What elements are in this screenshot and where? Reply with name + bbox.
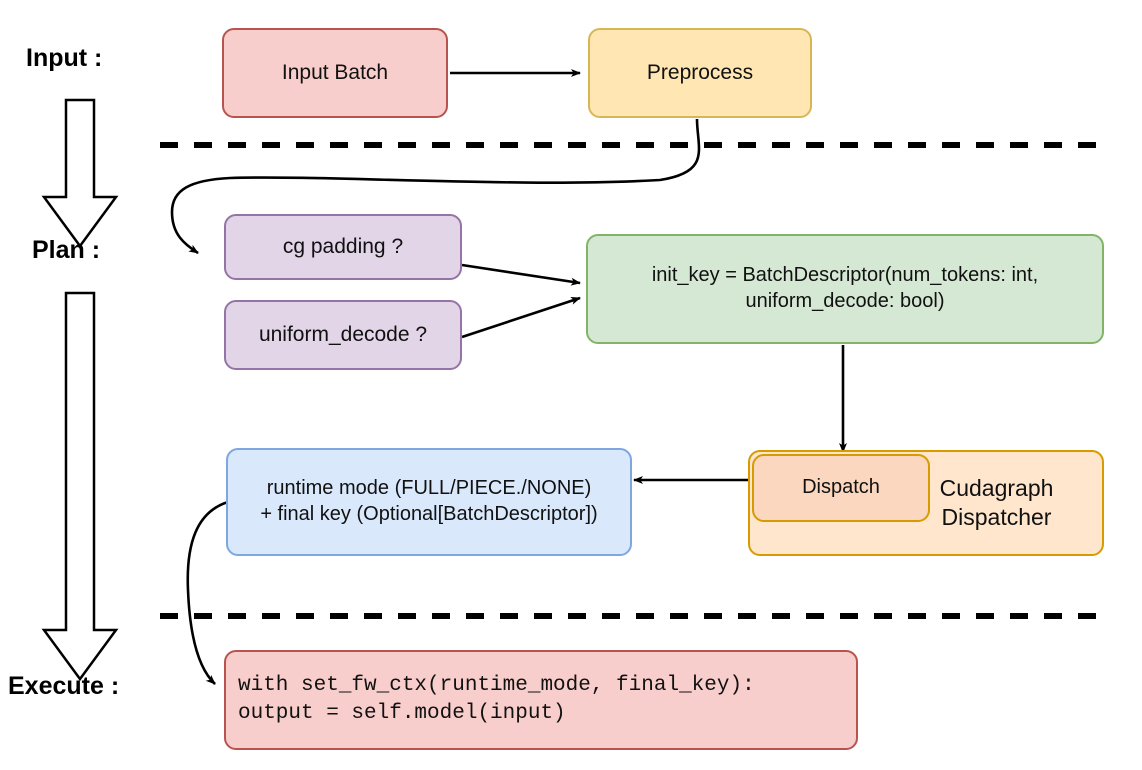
stage-label-input: Input : (26, 44, 103, 72)
stage-arrow-input-to-plan (41, 98, 119, 249)
node-cudagraph-dispatcher-label: Cudagraph Dispatcher (939, 474, 1054, 530)
node-input-batch[interactable]: Input Batch (222, 28, 448, 118)
node-init-key[interactable]: init_key = BatchDescriptor(num_tokens: i… (586, 234, 1104, 344)
stage-label-execute: Execute : (8, 672, 120, 700)
connector-runtime-mode-to-execute-code (186, 500, 229, 685)
connector-cg-padding-to-init-key (461, 263, 581, 286)
node-runtime-mode-label: runtime mode (FULL/PIECE./NONE) + final … (260, 477, 598, 525)
node-init-key-label: init_key = BatchDescriptor(num_tokens: i… (651, 264, 1039, 312)
node-execute-code-label: with set_fw_ctx(runtime_mode, final_key)… (238, 673, 755, 725)
node-runtime-mode[interactable]: runtime mode (FULL/PIECE./NONE) + final … (226, 448, 632, 556)
node-input-batch-label: Input Batch (281, 60, 389, 84)
stage-label-plan: Plan : (32, 236, 101, 264)
node-uniform-decode[interactable]: uniform_decode ? (224, 300, 462, 370)
node-dispatch-label: Dispatch (802, 476, 880, 499)
connector-uniform-decode-to-init-key (461, 296, 581, 339)
stage-arrow-plan-to-execute (41, 291, 119, 682)
node-cg-padding[interactable]: cg padding ? (224, 214, 462, 280)
node-uniform-decode-label: uniform_decode ? (258, 322, 428, 346)
node-preprocess-label: Preprocess (646, 60, 754, 84)
node-execute-code[interactable]: with set_fw_ctx(runtime_mode, final_key)… (224, 650, 858, 750)
node-preprocess[interactable]: Preprocess (588, 28, 812, 118)
node-cg-padding-label: cg padding ? (282, 234, 404, 258)
node-dispatch[interactable]: Dispatch (752, 454, 930, 522)
